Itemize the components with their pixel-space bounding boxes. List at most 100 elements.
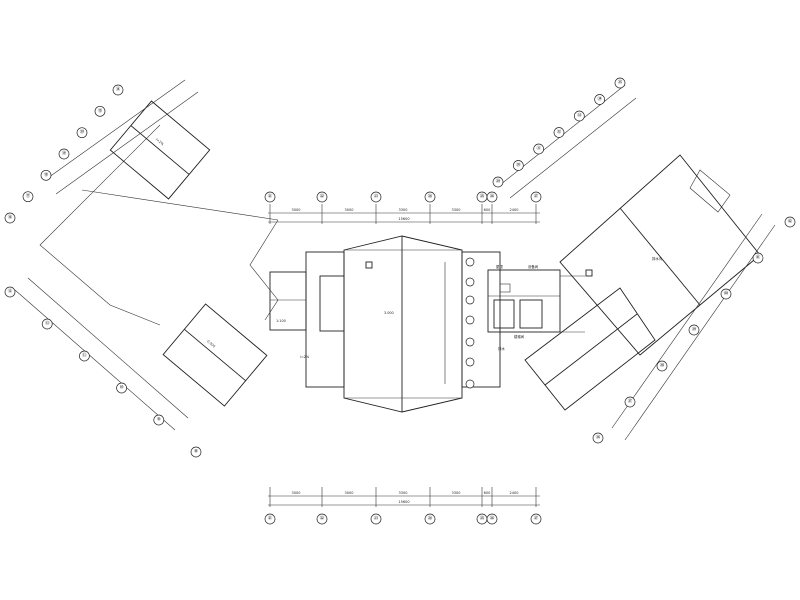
bottom-axis-bubble-label: ㉔ (428, 515, 433, 522)
bottom-segment-dimension: 3000 (292, 491, 301, 495)
right-lower-axis-bubble: ㊳ (656, 360, 668, 372)
left-upper-axis-bubble-label: ⑱ (44, 171, 49, 178)
top-axis-bubble: ㉖ (486, 191, 498, 203)
equipment-room-block: 屋顶 设备间 楼梯间 排水 (487, 264, 585, 351)
right-upper-axis-bubble: ㉜ (553, 127, 565, 138)
room-note-drain: 排水 (498, 346, 505, 351)
left-lower-axis-bubble-label: ⑨ (157, 417, 161, 423)
right-lower-axis-bubble-label: ㊵ (724, 290, 729, 297)
top-axis-bubble: ㉔ (424, 191, 436, 203)
right-upper-axis-bubble: ㉙ (492, 176, 504, 188)
right-upper-axis-bubble-label: ㉙ (496, 178, 501, 185)
left-lower-axis-dimension: ⑫ ⑬ ⑪ ⑩ ⑨ ⑧ (4, 277, 202, 458)
right-lower-axis-bubble-label: ㊲ (628, 398, 633, 405)
lower-left-hipped-roof: 0.000 (162, 303, 268, 407)
right-lower-axis-bubble: ㊷ (784, 216, 796, 228)
top-segment-dimension: 3300 (452, 208, 461, 212)
bottom-segment-dimension: 3300 (452, 491, 461, 495)
bottom-total-dimension: 15600 (398, 500, 409, 504)
bottom-axis-bubble-label: ㉕ (480, 515, 485, 522)
room-note-a: 屋顶 (496, 264, 503, 269)
left-lower-axis-bubble: ⑫ (4, 286, 16, 298)
right-upper-axis-bubble: ㉝ (573, 110, 585, 122)
right-lower-axis-bubble: ㊱ (592, 432, 604, 444)
central-main-roof: i=2% 3.000 1:100 (269, 235, 501, 413)
left-upper-axis-bubble-label: ⑯ (8, 214, 13, 221)
right-upper-axis-bubble: ㉚ (512, 160, 524, 171)
top-axis-bubble-label: ㉑ (268, 193, 273, 200)
central-side-axis-markers (444, 257, 475, 389)
top-axis-bubble: ㉓ (370, 191, 382, 203)
right-upper-axis-bubble-label: ㉞ (597, 95, 602, 102)
room-note-b: 设备间 (528, 264, 539, 269)
right-upper-axis-bubble-label: ㉝ (577, 112, 582, 119)
left-upper-axis-dimension: ⑯ ⑰ ⑱ ⑲ ⑳ ⑮ ⑭ (4, 79, 199, 224)
entrance-note: 1:100 (276, 319, 286, 323)
right-upper-axis-bubble-label: ㉛ (536, 145, 541, 152)
left-upper-axis-bubble: ⑱ (40, 169, 52, 181)
right-upper-axis-bubble-label: ㉚ (516, 161, 521, 168)
bottom-axis-bubble: ㉓ (370, 513, 382, 525)
left-lower-axis-bubble-label: ⑩ (120, 385, 124, 391)
left-lower-axis-bubble-label: ⑪ (82, 352, 87, 359)
bottom-axis-bubble-label: ㉖ (490, 515, 495, 522)
top-axis-bubble: ㉗ (530, 191, 542, 203)
top-segment-dimension: 3000 (292, 208, 301, 212)
top-segment-dimension: 2400 (510, 208, 519, 212)
right-upper-axis-bubble: ㉛ (533, 143, 545, 155)
top-axis-bubble: ㉕ (476, 191, 488, 203)
top-segment-dimension: 3300 (399, 208, 408, 212)
upper-left-roof-note: i=2% (155, 137, 165, 146)
left-lower-axis-bubble: ⑩ (116, 382, 127, 394)
left-lower-axis-bubble: ⑪ (79, 350, 90, 362)
bottom-axis-bubble-label: ㉑ (268, 515, 273, 522)
left-upper-axis-bubble: ⑭ (112, 84, 124, 96)
left-lower-axis-bubble: ⑨ (153, 414, 165, 426)
bottom-axis-bubble: ㉕ (476, 513, 488, 525)
left-lower-axis-bubble: ⑬ (41, 318, 53, 330)
bottom-axis-bubble: ㉗ (530, 513, 542, 525)
bottom-segment-dimension: 2400 (510, 491, 519, 495)
left-lower-axis-bubble: ⑧ (190, 446, 202, 458)
top-axis-bubble-label: ㉔ (428, 193, 433, 200)
bottom-axis-bubble-label: ㉓ (374, 515, 379, 522)
right-roof-note: 排水沟 (652, 256, 663, 261)
right-upper-axis-bubble: ㉞ (594, 94, 606, 105)
left-upper-axis-bubble: ⑳ (76, 127, 88, 139)
top-axis-bubble-label: ㉕ (480, 193, 485, 200)
central-ridge-label: 3.000 (384, 311, 394, 315)
top-segment-dimension: 600 (484, 208, 491, 212)
bottom-axis-bubble: ㉑ (264, 513, 276, 525)
left-upper-axis-bubble-label: ⑰ (26, 192, 31, 199)
top-axis-bubble: ㉒ (316, 191, 328, 203)
bottom-axis-bubble: ㉔ (424, 513, 436, 525)
left-lower-axis-bubble-label: ⑬ (45, 320, 50, 327)
bottom-segment-dimension: 3300 (399, 491, 408, 495)
top-axis-bubble-label: ㉖ (490, 193, 495, 200)
right-lower-axis-bubble-label: ㊶ (756, 254, 761, 261)
left-upper-axis-bubble: ⑲ (58, 148, 70, 160)
right-lower-axis-bubble-label: ㊷ (788, 218, 793, 225)
top-axis-bubble-label: ㉒ (320, 193, 325, 200)
left-upper-axis-bubble: ⑮ (94, 105, 106, 117)
central-note-slope: i=2% (300, 355, 310, 359)
top-segment-dimension: 3000 (345, 208, 354, 212)
left-upper-axis-bubble: ⑰ (22, 191, 34, 203)
left-wing-outline (39, 124, 279, 326)
lower-left-roof-note: 0.000 (206, 339, 216, 348)
top-axis-bubble: ㉑ (264, 191, 276, 203)
room-note-stair: 楼梯间 (514, 334, 525, 339)
left-upper-axis-bubble-label: ⑭ (116, 86, 121, 93)
right-lower-axis-bubble: ㊶ (752, 252, 764, 264)
bottom-axis-bubble: ㉒ (316, 513, 328, 525)
left-upper-axis-bubble-label: ⑮ (98, 107, 103, 114)
left-upper-axis-bubble-label: ⑳ (80, 128, 85, 135)
top-total-dimension: 15600 (398, 217, 409, 221)
left-upper-axis-bubble: ⑯ (4, 212, 16, 224)
top-axis-bubble-label: ㉓ (374, 193, 379, 200)
right-lower-axis-bubble-label: ㊳ (660, 362, 665, 369)
